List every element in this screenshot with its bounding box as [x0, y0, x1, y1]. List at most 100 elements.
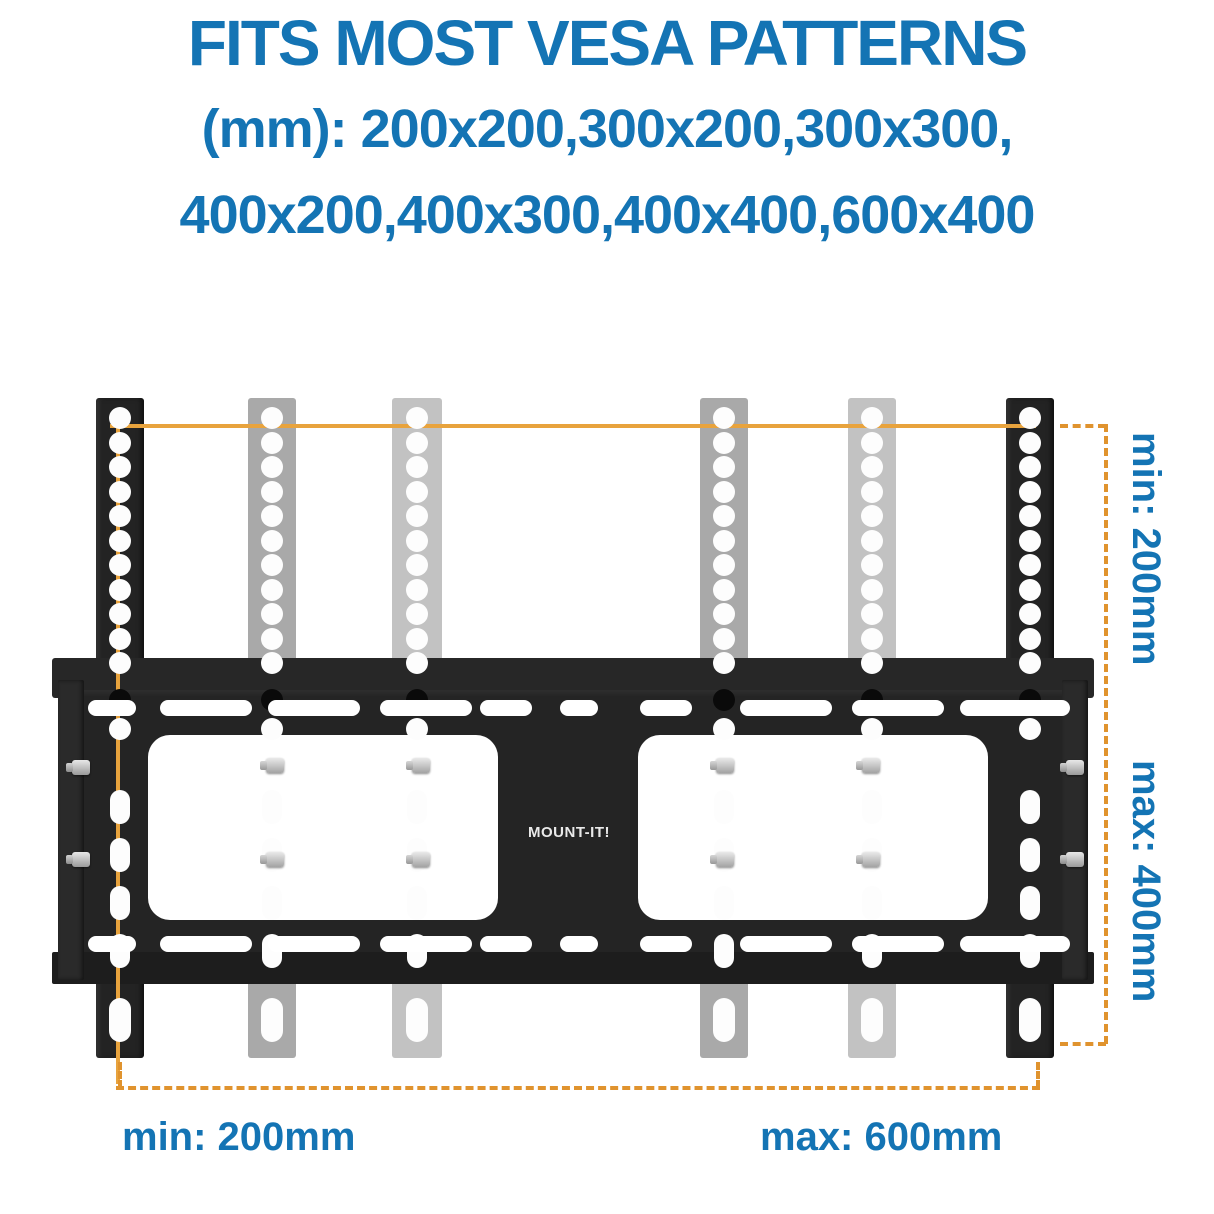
arm-hole — [861, 407, 883, 429]
arm-hole — [261, 603, 283, 625]
arm-hole — [713, 480, 735, 503]
arm-hole — [713, 718, 735, 740]
arm-hole — [1019, 407, 1041, 429]
arm-hole — [109, 480, 131, 503]
vesa-spec-line-1: (mm): 200x200,300x200,300x300, — [201, 99, 1014, 159]
arm-slot — [862, 790, 882, 824]
measure-dash-right-bottom — [1060, 1042, 1106, 1046]
arm-hole — [406, 480, 428, 503]
arm-hole — [406, 456, 428, 478]
arm-hole — [406, 431, 428, 454]
arm-slot — [862, 886, 882, 920]
arm-hole — [261, 505, 283, 527]
arm-slot — [1020, 790, 1040, 824]
arm-hole — [109, 652, 131, 674]
dimension-label-vertical-min: min: 200mm — [1124, 432, 1168, 666]
measure-dash-right-top — [1060, 424, 1106, 428]
plate-slot — [1022, 936, 1070, 952]
arm-slot — [1020, 886, 1040, 920]
arm-hole — [861, 627, 883, 650]
arm-slot — [714, 886, 734, 920]
rail-bolt — [66, 760, 90, 775]
measure-dash-right-vertical — [1104, 424, 1108, 1044]
rail-bolt — [1060, 760, 1084, 775]
plate-slot — [852, 936, 944, 952]
plate-slot — [740, 700, 832, 716]
plate-slot — [160, 700, 252, 716]
arm-hole — [109, 456, 131, 478]
arm-hole — [1019, 718, 1041, 740]
arm-slot — [262, 886, 282, 920]
arm-hole — [109, 578, 131, 601]
arm-hole — [713, 407, 735, 429]
plate-slot — [380, 700, 472, 716]
plate-window-right — [638, 735, 988, 920]
arm-bolt — [856, 852, 880, 867]
arm-bolt — [260, 758, 284, 773]
arm-hole — [109, 554, 131, 576]
arm-hole — [713, 529, 735, 552]
plate-slot — [640, 936, 692, 952]
plate-slot — [88, 936, 136, 952]
rail-bolt — [1060, 852, 1084, 867]
arm-hole — [261, 554, 283, 576]
measure-dash-bottom-right — [1036, 1062, 1040, 1088]
arm-bottom-slot — [861, 998, 883, 1042]
arm-hole — [109, 407, 131, 429]
arm-hole — [406, 652, 428, 674]
arm-hole — [261, 431, 283, 454]
bracket-right-rail — [1062, 680, 1088, 980]
arm-hole — [861, 529, 883, 552]
arm-hole — [713, 554, 735, 576]
brand-logo: MOUNT-IT! — [528, 824, 610, 841]
arm-hole — [1019, 554, 1041, 576]
arm-hole — [861, 480, 883, 503]
arm-hole — [1019, 480, 1041, 503]
arm-hole — [713, 578, 735, 601]
arm-hole — [109, 718, 131, 740]
arm-slot — [407, 790, 427, 824]
arm-hole — [1019, 627, 1041, 650]
page-title: FITS MOST VESA PATTERNS — [187, 7, 1028, 79]
arm-hole — [406, 627, 428, 650]
arm-bolt — [710, 852, 734, 867]
arm-bolt — [406, 758, 430, 773]
arm-hole — [261, 627, 283, 650]
arm-hole — [1019, 603, 1041, 625]
arm-bolt — [406, 852, 430, 867]
arm-hole — [713, 603, 735, 625]
arm-hole — [1019, 456, 1041, 478]
measure-dash-bottom-horizontal — [116, 1086, 1040, 1090]
plate-slot — [740, 936, 832, 952]
plate-slot — [640, 700, 692, 716]
arm-hole — [861, 505, 883, 527]
plate-slot — [380, 936, 472, 952]
arm-bottom-slot — [109, 998, 131, 1042]
plate-slot — [160, 936, 252, 952]
bracket-left-rail — [58, 680, 84, 980]
arm-bolt — [856, 758, 880, 773]
arm-hole — [861, 718, 883, 740]
measure-dash-bottom-left — [118, 1062, 122, 1088]
plate-slot — [560, 700, 598, 716]
arm-hole — [713, 627, 735, 650]
arm-hole — [109, 529, 131, 552]
plate-slot — [1022, 700, 1070, 716]
arm-hole — [406, 529, 428, 552]
arm-hole — [261, 652, 283, 674]
arm-hole — [109, 431, 131, 454]
arm-hole — [1019, 652, 1041, 674]
arm-slot — [262, 790, 282, 824]
arm-slot — [407, 886, 427, 920]
arm-hole — [713, 456, 735, 478]
plate-slot — [480, 936, 532, 952]
arm-hole — [1019, 505, 1041, 527]
arm-bottom-slot — [261, 998, 283, 1042]
measure-line-vertical-left — [116, 424, 120, 1084]
arm-hole — [261, 578, 283, 601]
arm-hole — [861, 554, 883, 576]
dimension-label-horizontal-min: min: 200mm — [122, 1115, 356, 1159]
arm-hole — [261, 456, 283, 478]
